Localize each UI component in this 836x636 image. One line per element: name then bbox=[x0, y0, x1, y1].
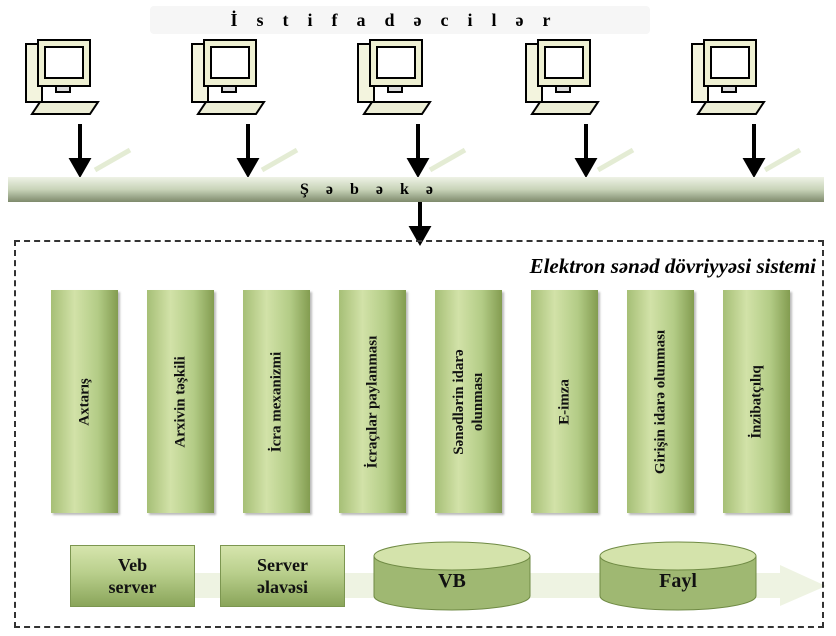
computer-icon bbox=[525, 39, 599, 115]
module-label: İcra mexanizmi bbox=[268, 351, 284, 452]
module-label: Sənədlərin idarə olunması bbox=[450, 348, 486, 455]
computer-icon bbox=[357, 39, 431, 115]
computer-icon bbox=[691, 39, 765, 115]
file-cylinder bbox=[599, 541, 757, 611]
db-cylinder bbox=[373, 541, 531, 611]
module-access-control: Girişin idarə olunması bbox=[627, 290, 694, 513]
module-label: Arxivin təşkili bbox=[172, 355, 188, 448]
system-title: Elektron sənəd dövriyyəsi sistemi bbox=[529, 254, 816, 278]
down-arrow-icon bbox=[408, 202, 432, 247]
web-server-box: Veb server bbox=[70, 545, 195, 607]
server-app-box: Server əlavəsi bbox=[220, 545, 345, 607]
db-label: VB bbox=[438, 570, 466, 592]
users-title: İstifadəcilər bbox=[150, 6, 650, 34]
network-bar bbox=[8, 177, 824, 202]
module-distribution: İcraçılar paylanması bbox=[339, 290, 406, 513]
module-archive: Arxivin təşkili bbox=[147, 290, 214, 513]
module-search: Axtarış bbox=[51, 290, 118, 513]
computer-icon bbox=[191, 39, 265, 115]
module-document-management: Sənədlərin idarə olunması bbox=[435, 290, 502, 513]
module-label: İcraçılar paylanması bbox=[364, 335, 380, 468]
module-label: Axtarış bbox=[76, 377, 92, 426]
file-label: Fayl bbox=[659, 570, 697, 592]
module-label: Girişin idarə olunması bbox=[652, 329, 668, 474]
module-label: E-imza bbox=[556, 378, 572, 425]
module-administration: İnzibatçılıq bbox=[723, 290, 790, 513]
module-execution: İcra mexanizmi bbox=[243, 290, 310, 513]
network-label: Şəbəkə bbox=[300, 181, 450, 198]
down-arrow-icon bbox=[68, 124, 766, 179]
module-label: İnzibatçılıq bbox=[748, 364, 764, 439]
eds-system-frame: Elektron sənəd dövriyyəsi sistemi bbox=[14, 240, 824, 628]
computer-icon bbox=[25, 39, 99, 115]
module-e-signature: E-imza bbox=[531, 290, 598, 513]
